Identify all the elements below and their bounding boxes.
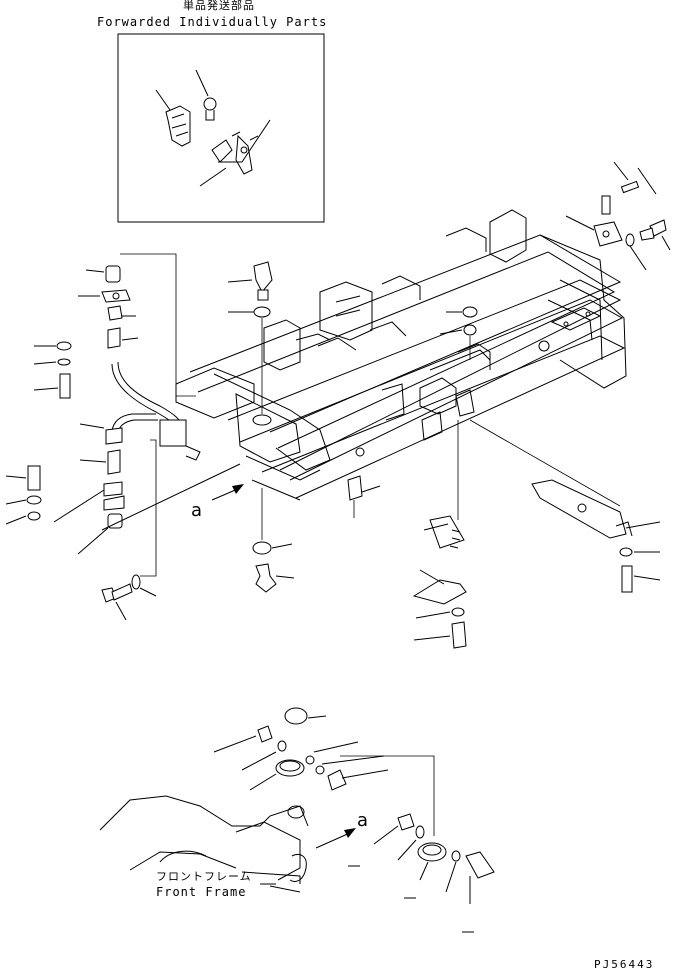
left-bottom-bolt <box>101 574 157 621</box>
forwarded-parts-title-en: Forwarded Individually Parts <box>97 15 328 29</box>
forwarded-eyebolt-part <box>195 69 217 121</box>
forwarded-parts-title-jp: 単品発送部品 <box>183 0 255 12</box>
view-arrow-main <box>211 484 244 501</box>
right-top-parts <box>565 161 671 271</box>
main-view-letter: a <box>191 500 204 521</box>
main-frame <box>175 209 627 501</box>
drawing-code: PJ56443 <box>594 958 655 971</box>
forwarded-plate-part <box>199 119 271 187</box>
detail-view-letter: a <box>357 810 370 831</box>
detail-view <box>99 707 495 933</box>
center-shim-parts <box>412 420 467 649</box>
forwarded-parts-box <box>117 33 325 223</box>
left-fittings <box>5 253 241 577</box>
front-frame-label-en: Front Frame <box>156 885 247 899</box>
right-bracket-assembly <box>469 419 661 593</box>
front-frame-label-jp: フロントフレーム <box>156 870 252 883</box>
forwarded-bracket-part <box>155 89 191 147</box>
center-parts <box>227 261 478 593</box>
